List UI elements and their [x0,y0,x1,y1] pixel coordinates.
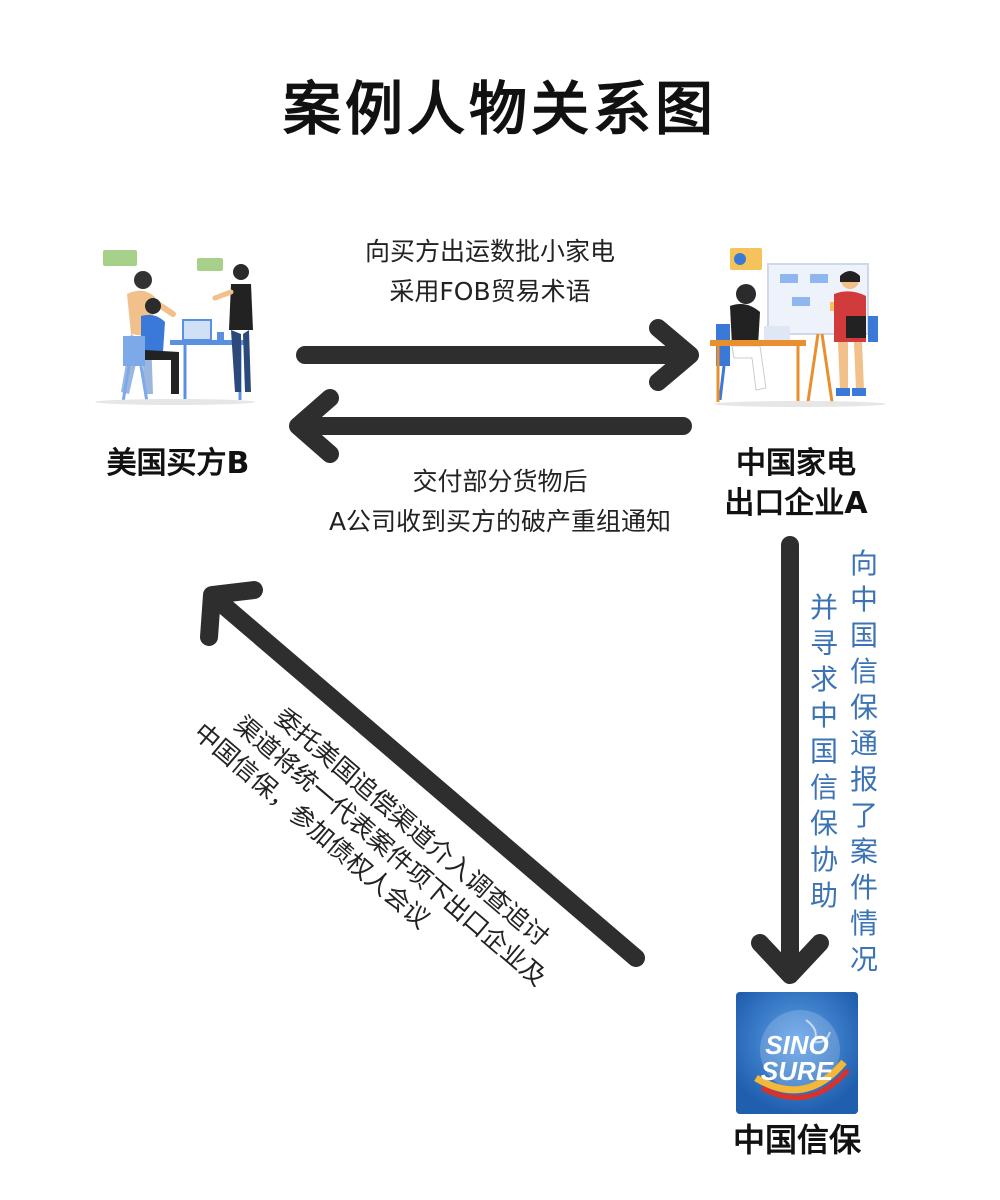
ship-arrow [296,319,699,391]
report-arrow [751,536,829,984]
ship-edge-text: 向买方出运数批小家电 采用FOB贸易术语 [300,232,680,312]
notice-edge-line1: 交付部分货物后 [412,467,588,496]
ship-edge-line2: 采用FOB贸易术语 [389,277,591,306]
logo-text-line1: SINO [765,1030,829,1060]
page-title: 案例人物关系图 [282,75,717,143]
notice-edge-line2: A公司收到买方的破产重组通知 [328,507,672,536]
exporter-label-line1: 中国家电 [736,446,856,481]
ship-edge-line1: 向买方出运数批小家电 [364,237,615,266]
recover-arrow [200,581,645,967]
notice-arrow [289,389,692,463]
team-illustration-icon [75,242,275,412]
meeting-illustration-icon [710,242,890,410]
sinosure-label: 中国信保 [732,1121,861,1159]
report-edge-col2: 并寻求中国信保协助 [809,591,838,912]
notice-edge-text: 交付部分货物后 A公司收到买方的破产重组通知 [270,462,730,542]
exporter-label-line2: 出口企业A [724,486,868,521]
exporter-label: 中国家电 出口企业A [706,444,886,524]
report-edge-col1: 向中国信保通报了案件情况 [849,547,878,976]
sinosure-logo: SINO SURE [736,992,858,1114]
logo-text-line2: SURE [760,1056,834,1086]
buyer-label: 美国买方B [106,446,250,481]
globe-logo-icon [736,992,858,1114]
